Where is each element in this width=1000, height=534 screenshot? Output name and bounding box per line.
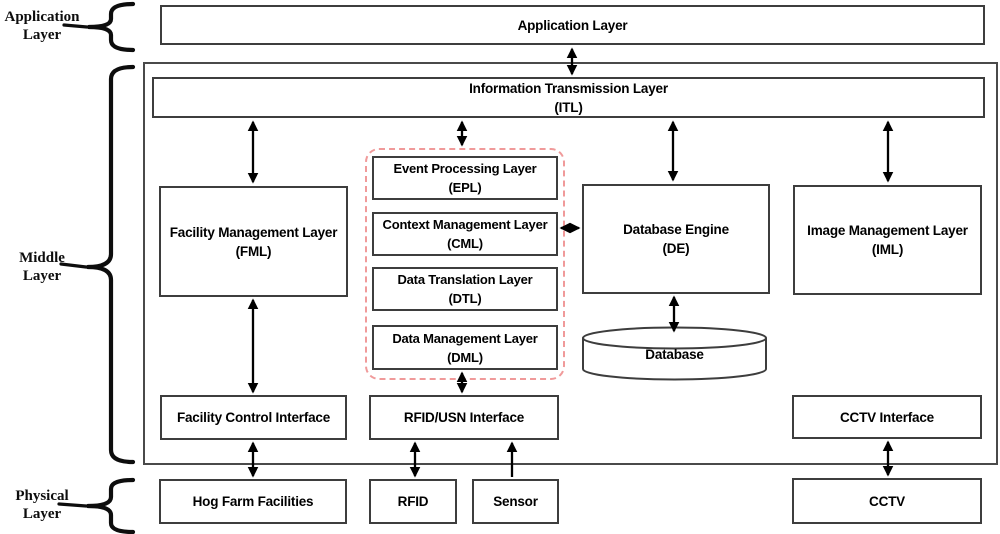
box-label: Database Engine: [623, 222, 729, 237]
box-label: Context Management Layer: [382, 217, 548, 232]
box-label: Data Translation Layer: [397, 272, 533, 287]
side-label-physical-layer: Physical Layer: [0, 487, 84, 523]
box-sublabel: (DML): [447, 349, 483, 365]
box-information-transmission-layer: Information Transmission Layer (ITL): [152, 77, 985, 118]
box-data-translation-layer: Data Translation Layer (DTL): [372, 267, 558, 311]
box-label: RFID/USN Interface: [403, 410, 525, 425]
box-image-management-layer: Image Management Layer (IML): [793, 185, 982, 295]
side-label-line: Physical: [15, 488, 69, 504]
box-sublabel: (DE): [662, 241, 690, 256]
box-sublabel: (EPL): [448, 180, 482, 195]
box-sublabel: (DTL): [448, 291, 482, 306]
box-rfid-usn-interface: RFID/USN Interface: [369, 395, 559, 440]
box-label: CCTV: [869, 493, 905, 509]
box-label: Facility Management Layer: [169, 224, 338, 240]
box-sublabel: (CML): [447, 236, 483, 251]
box-sublabel: (FML): [235, 243, 272, 259]
brace-physical-layer: [85, 477, 136, 534]
box-label: Application Layer: [517, 17, 628, 33]
side-label-application-layer: Application Layer: [0, 8, 84, 44]
box-label: Hog Farm Facilities: [192, 494, 314, 509]
side-label-line: Layer: [22, 506, 62, 522]
box-hog-farm-facilities: Hog Farm Facilities: [159, 479, 347, 524]
box-cctv-interface: CCTV Interface: [792, 395, 982, 439]
box-context-management-layer: Context Management Layer (CML): [372, 212, 558, 256]
brace-middle-layer: [85, 64, 136, 465]
box-sublabel: (IML): [871, 242, 904, 257]
box-data-management-layer: Data Management Layer (DML): [372, 325, 558, 370]
box-cctv: CCTV: [792, 478, 982, 524]
box-database-engine: Database Engine (DE): [582, 184, 770, 294]
box-label: Facility Control Interface: [176, 410, 331, 425]
box-event-processing-layer: Event Processing Layer (EPL): [372, 156, 558, 200]
box-label: Event Processing Layer: [393, 161, 537, 176]
box-rfid: RFID: [369, 479, 457, 524]
box-facility-control-interface: Facility Control Interface: [160, 395, 347, 440]
side-label-line: Application: [4, 9, 80, 25]
side-label-line: Middle: [19, 250, 65, 266]
box-label: Sensor: [493, 494, 538, 509]
brace-application-layer: [86, 1, 136, 53]
box-label: Information Transmission Layer: [469, 80, 668, 96]
box-label: CCTV Interface: [840, 409, 934, 425]
box-label: Image Management Layer: [807, 223, 968, 238]
box-application-layer: Application Layer: [160, 5, 985, 45]
box-sublabel: (ITL): [554, 99, 583, 115]
side-label-middle-layer: Middle Layer: [0, 249, 84, 285]
side-label-line: Layer: [22, 27, 62, 43]
database-label: Database: [645, 347, 704, 362]
box-label: RFID: [397, 494, 429, 509]
box-label: Data Management Layer: [392, 330, 538, 346]
side-label-line: Layer: [22, 268, 62, 284]
box-sensor: Sensor: [472, 479, 559, 524]
box-facility-management-layer: Facility Management Layer (FML): [159, 186, 348, 297]
